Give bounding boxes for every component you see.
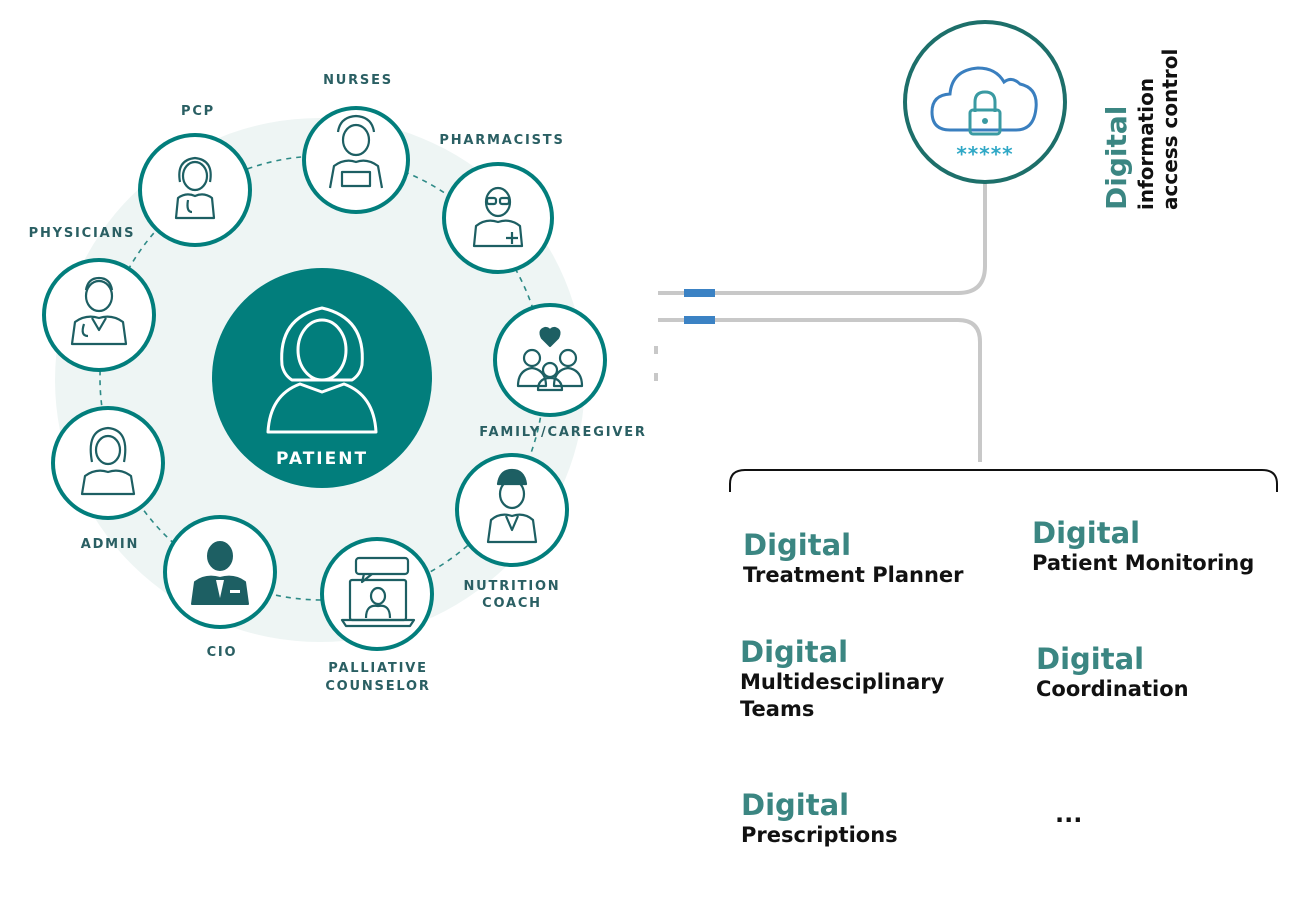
admin-female-icon bbox=[80, 426, 136, 496]
access-control-label: Digital information access control bbox=[1100, 49, 1182, 210]
access-digital-word: Digital bbox=[1100, 105, 1133, 210]
feature-digital-word: Digital bbox=[1032, 516, 1141, 550]
role-label-nurses: NURSES bbox=[323, 73, 393, 88]
family-icon bbox=[516, 326, 584, 392]
features-bracket bbox=[729, 469, 1278, 492]
role-nurses: NURSES bbox=[302, 73, 410, 214]
feature-title: Coordination bbox=[1036, 677, 1189, 701]
role-label-coach: COACH bbox=[482, 596, 542, 611]
feature-title: Patient Monitoring bbox=[1032, 551, 1255, 575]
role-palliative-counselor: PALLIATIVE COUNSELOR bbox=[320, 537, 434, 694]
dash-mark bbox=[654, 373, 658, 381]
role-cio: CIO bbox=[163, 515, 277, 660]
feature-patient-monitoring: Digital Patient Monitoring bbox=[1032, 516, 1254, 577]
patient-node: PATIENT bbox=[212, 268, 432, 488]
connector-lines bbox=[654, 175, 987, 462]
role-label-palliative: PALLIATIVE bbox=[328, 661, 428, 676]
connector-plug-top bbox=[684, 289, 715, 297]
executive-icon bbox=[191, 541, 249, 605]
role-label-counselor: COUNSELOR bbox=[325, 679, 430, 694]
doctor-female-icon bbox=[174, 156, 216, 220]
role-label-nutrition: NUTRITION bbox=[464, 579, 561, 594]
access-line1: information bbox=[1134, 77, 1158, 210]
role-label-cio: CIO bbox=[207, 645, 238, 660]
feature-title-line2: Teams bbox=[740, 697, 815, 721]
coach-icon bbox=[486, 468, 538, 544]
role-label-physicians: PHYSICIANS bbox=[29, 226, 136, 241]
feature-title: Prescriptions bbox=[741, 823, 898, 847]
lock-icon bbox=[968, 90, 1002, 136]
dash-mark bbox=[654, 346, 658, 354]
feature-digital-word: Digital bbox=[1036, 642, 1145, 676]
role-label-admin: ADMIN bbox=[81, 537, 140, 552]
patient-label: PATIENT bbox=[276, 449, 368, 469]
patient-icon bbox=[266, 306, 378, 434]
more-features-ellipsis: ... bbox=[1055, 800, 1083, 828]
feature-digital-word: Digital bbox=[741, 788, 850, 822]
connector-plug-bottom bbox=[684, 316, 715, 324]
feature-title-line1: Multidesciplinary bbox=[740, 670, 945, 694]
role-pharmacists: PHARMACISTS bbox=[439, 133, 564, 274]
feature-title: Treatment Planner bbox=[743, 563, 964, 587]
feature-multidisciplinary-teams: Digital Multidesciplinary Teams bbox=[740, 635, 944, 723]
role-nutrition-coach: NUTRITION COACH bbox=[455, 453, 569, 611]
video-call-icon bbox=[340, 556, 416, 628]
role-label-family: FAMILY/CAREGIVER bbox=[479, 425, 646, 440]
pharmacist-icon bbox=[472, 186, 524, 248]
connector-access bbox=[658, 175, 987, 295]
role-family-caregiver: FAMILY/CAREGIVER bbox=[479, 303, 646, 440]
feature-coordination: Digital Coordination bbox=[1036, 642, 1189, 703]
cloud-icon bbox=[930, 66, 1038, 132]
role-label-pcp: PCP bbox=[181, 104, 215, 119]
role-label-pharmacists: PHARMACISTS bbox=[439, 133, 564, 148]
feature-digital-word: Digital bbox=[740, 635, 849, 669]
password-asterisks: ***** bbox=[956, 142, 1013, 166]
doctor-male-icon bbox=[70, 276, 128, 346]
feature-digital-word: Digital bbox=[743, 528, 852, 562]
role-pcp: PCP bbox=[138, 104, 252, 247]
role-physicians: PHYSICIANS bbox=[29, 226, 156, 372]
access-control-node: ***** bbox=[903, 20, 1067, 184]
access-line2: access control bbox=[1158, 48, 1182, 210]
connector-services bbox=[658, 318, 982, 462]
feature-prescriptions: Digital Prescriptions bbox=[741, 788, 898, 849]
nurse-icon bbox=[328, 114, 384, 189]
feature-treatment-planner: Digital Treatment Planner bbox=[743, 528, 964, 589]
role-admin: ADMIN bbox=[51, 406, 165, 552]
